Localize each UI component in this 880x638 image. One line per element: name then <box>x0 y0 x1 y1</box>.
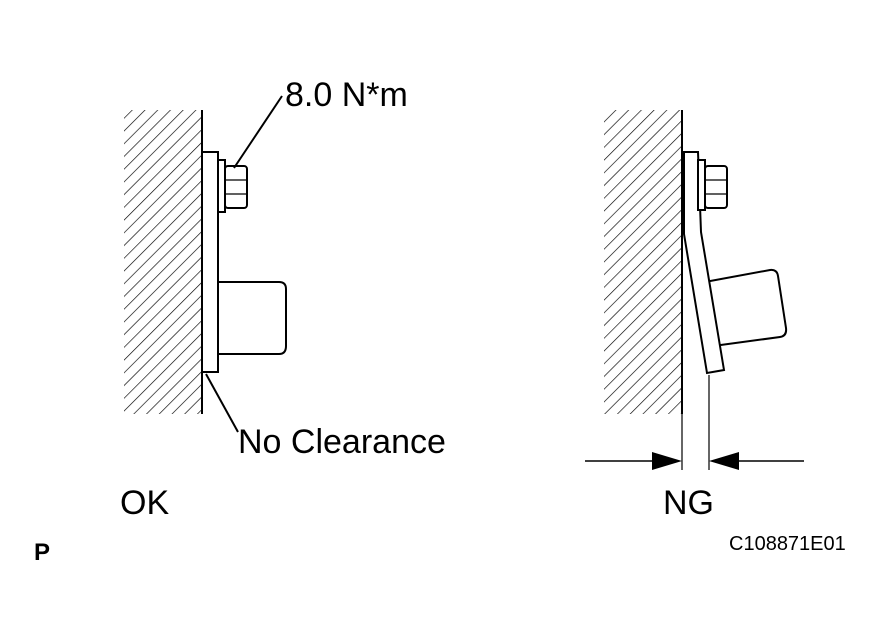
ng-bolt-head <box>704 165 728 209</box>
ng-wall-hatch <box>604 110 682 414</box>
ok-view: 8.0 N*m No Clearance OK <box>120 76 446 522</box>
corner-mark: P <box>34 539 50 566</box>
torque-label: 8.0 N*m <box>285 76 408 114</box>
torque-leader <box>233 95 283 169</box>
ok-bracket-plate <box>201 151 219 373</box>
ok-bolt-washer <box>217 159 226 213</box>
ng-dimension-arrow-left <box>652 452 682 470</box>
ok-bolt-head <box>224 165 248 209</box>
ng-view: NG <box>585 110 804 522</box>
no-clearance-label: No Clearance <box>238 423 446 461</box>
ng-bracket-plate <box>683 151 726 375</box>
ok-wall-hatch <box>124 110 202 414</box>
ng-label: NG <box>663 484 714 522</box>
ok-sensor-body <box>217 281 287 355</box>
figure-code: C108871E01 <box>729 533 846 555</box>
ng-bolt-washer <box>697 159 706 211</box>
ng-dimension-arrow-right <box>709 452 739 470</box>
no-clearance-leader <box>205 373 239 433</box>
ok-label: OK <box>120 484 169 522</box>
